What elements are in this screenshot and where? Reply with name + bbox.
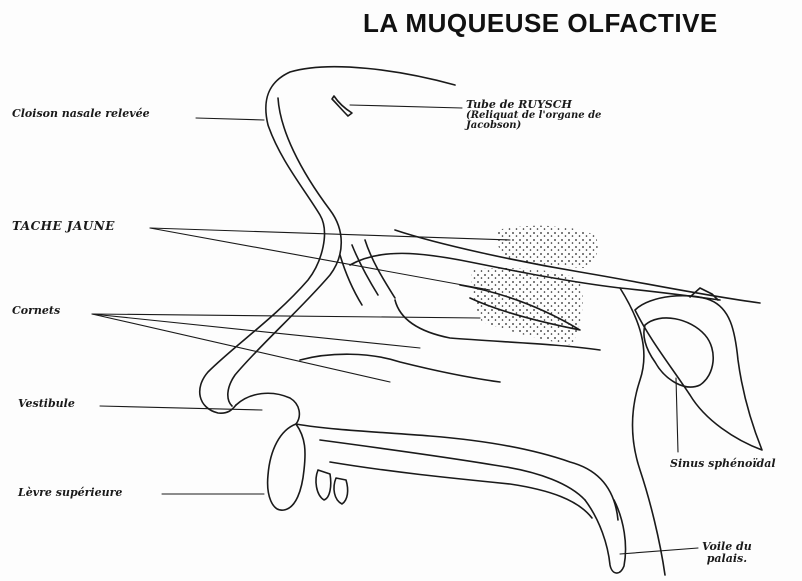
label-cloison: Cloison nasale relevée — [12, 108, 150, 120]
label-levre: Lèvre supérieure — [18, 487, 122, 499]
leader-cornets-3 — [92, 314, 390, 382]
septum-lines-2 — [365, 240, 395, 298]
upper-lip — [268, 424, 305, 510]
incisor-2 — [334, 478, 348, 504]
incisor-1 — [316, 470, 331, 500]
label-vestibule: Vestibule — [18, 398, 75, 410]
sphenoid-sinus-outer — [635, 296, 762, 450]
septum-lines-1 — [352, 245, 378, 295]
label-sinus: Sinus sphénoïdal — [670, 458, 776, 470]
label-voile-line2: palais. — [702, 553, 752, 565]
label-tache-jaune: TACHE JAUNE — [12, 220, 115, 233]
leader-tube — [350, 105, 462, 108]
olfactory-area-upper — [497, 226, 597, 268]
label-tube-line1: Tube de RUYSCH — [466, 99, 601, 111]
label-cornets: Cornets — [12, 305, 60, 317]
ruysch-tube — [332, 96, 352, 116]
label-voile-line1: Voile du — [702, 541, 752, 553]
nose-outer-profile — [200, 67, 455, 413]
soft-palate — [585, 500, 626, 573]
sphenoid-sinus-inner — [644, 318, 713, 387]
pharynx-wall — [620, 288, 665, 575]
vestibule-curve — [236, 393, 299, 424]
leader-cloison — [196, 118, 264, 120]
septum-lines-3 — [340, 255, 362, 305]
label-tube: Tube de RUYSCH (Reliquat de l'organe de … — [466, 99, 601, 132]
palate-upper — [296, 424, 618, 520]
leader-cornets-2 — [92, 314, 420, 348]
olfactory-area — [471, 226, 597, 345]
olfactory-area-lower — [471, 268, 582, 345]
label-tube-line3: Jacobson) — [466, 121, 601, 132]
label-voile: Voile du palais. — [702, 541, 752, 564]
leader-vestibule — [100, 406, 262, 410]
leader-sinus — [676, 378, 678, 452]
leader-cornets-1 — [92, 314, 480, 318]
leader-voile — [620, 548, 698, 554]
palate-band-bottom — [330, 462, 592, 518]
